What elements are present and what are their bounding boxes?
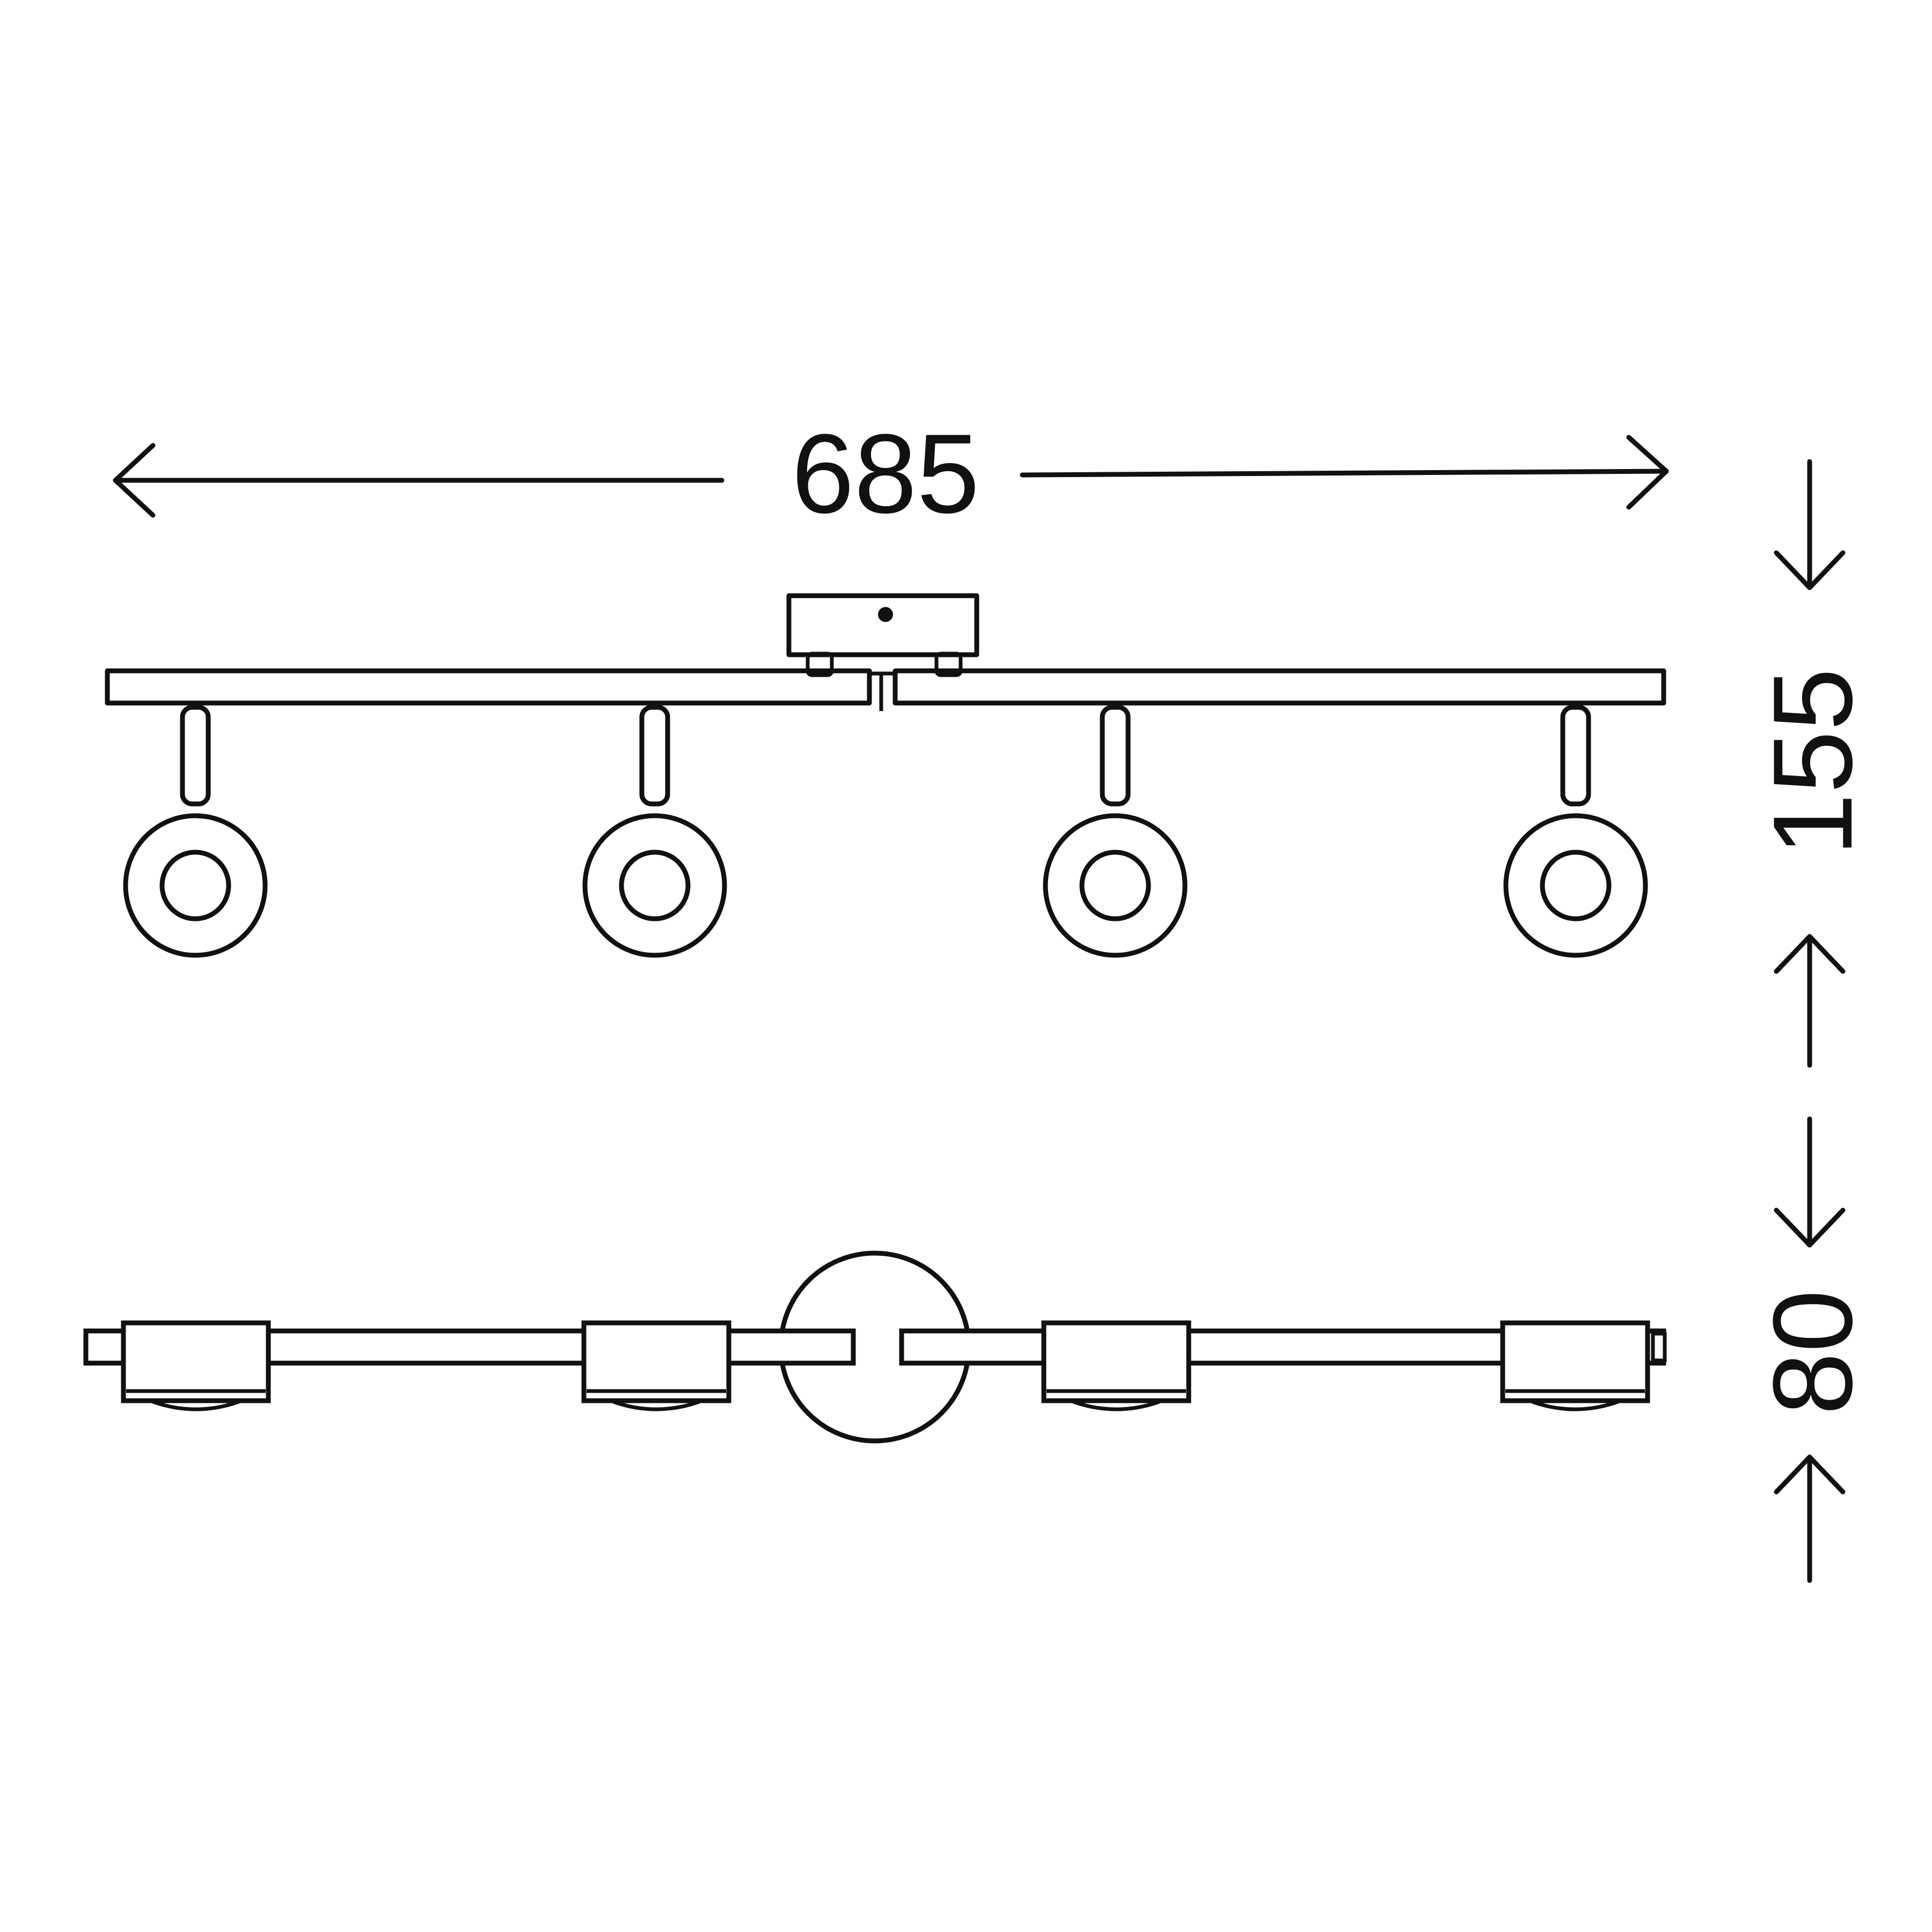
spotlight-lens	[619, 850, 691, 921]
housing-lens-edge	[612, 1400, 700, 1411]
top-spotlight-3	[1041, 1320, 1191, 1411]
spotlight-housing	[1041, 1320, 1191, 1403]
height-top-arrowhead-top	[1774, 1208, 1846, 1248]
housing-lens-edge	[152, 1400, 240, 1411]
spotlight-lens	[159, 850, 231, 921]
spotlight-stem	[1100, 705, 1131, 807]
canopy-mount-right	[934, 652, 963, 677]
height-label-front: 155	[1750, 668, 1876, 856]
spotlight-stem	[639, 705, 670, 807]
height-label-top: 80	[1750, 1290, 1876, 1415]
spotlight-lens	[1079, 850, 1151, 921]
height-dimension-top: 80	[1750, 1116, 1876, 1583]
width-arrowhead-right	[1626, 435, 1669, 510]
width-arrow-line-right	[1020, 469, 1669, 478]
spotlight-head	[1043, 813, 1188, 958]
housing-lens-edge	[1072, 1400, 1160, 1411]
top-spotlight-2	[581, 1320, 731, 1411]
ceiling-canopy	[786, 593, 979, 657]
spotlight-1	[123, 705, 268, 958]
canopy-screw-icon	[878, 607, 893, 622]
height-dimension-front: 155	[1750, 459, 1876, 1068]
spotlight-stem	[180, 705, 211, 807]
front-view	[105, 593, 1666, 958]
spotlight-housing	[1500, 1320, 1650, 1403]
width-arrowhead-left	[113, 443, 156, 518]
housing-lens-edge	[1531, 1400, 1619, 1411]
spotlight-head	[123, 813, 268, 958]
spotlight-housing	[121, 1320, 271, 1403]
spotlight-2	[582, 705, 727, 958]
height-arrowhead-top	[1774, 550, 1846, 590]
spotlight-lens	[1540, 850, 1612, 921]
bar-end-cap-right	[1651, 1331, 1667, 1363]
spotlight-head	[1503, 813, 1648, 958]
canopy-mount-left	[806, 652, 834, 677]
height-arrowhead-bottom	[1774, 934, 1846, 974]
mounting-bar-right	[892, 668, 1666, 706]
width-dimension: 685	[113, 411, 1669, 537]
height-top-arrowhead-bottom	[1774, 1454, 1846, 1495]
spotlight-head	[582, 813, 727, 958]
top-view	[83, 1250, 1667, 1444]
spotlight-4	[1503, 705, 1648, 958]
spotlight-stem	[1560, 705, 1591, 807]
mounting-bar-left	[105, 668, 872, 706]
spotlight-3	[1043, 705, 1188, 958]
top-spotlight-1	[121, 1320, 271, 1411]
width-label: 685	[792, 411, 979, 537]
top-spotlight-4	[1500, 1320, 1650, 1411]
spotlight-housing	[581, 1320, 731, 1403]
